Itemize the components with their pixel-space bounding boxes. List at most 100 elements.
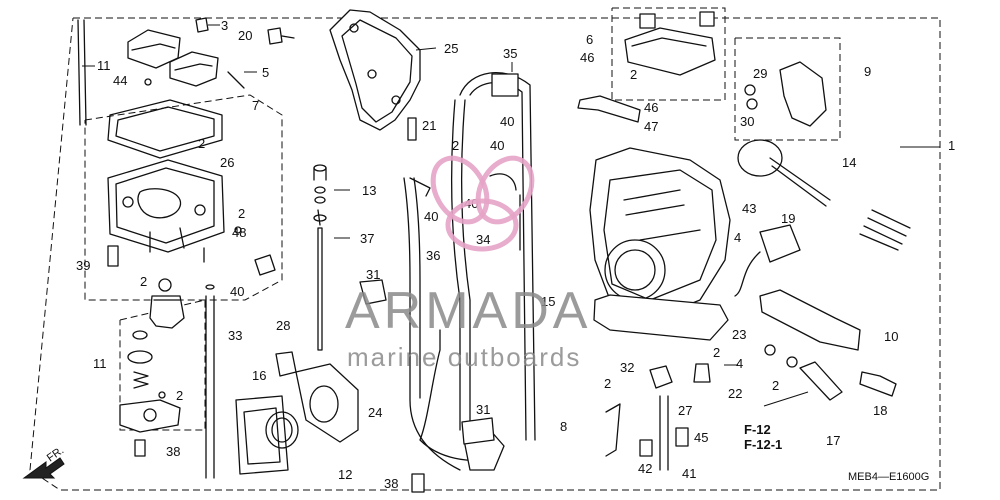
callout-12: 12 (338, 467, 352, 482)
callout-11: 11 (93, 356, 107, 371)
callout-1: 1 (948, 138, 955, 153)
pump-cover (149, 295, 185, 329)
callout-43: 43 (742, 201, 756, 216)
callout-3: 3 (221, 18, 228, 33)
bowl-screw (107, 245, 119, 267)
callout-2: 2 (772, 378, 779, 393)
callout-29: 29 (753, 66, 767, 81)
callout-2: 2 (452, 138, 459, 153)
screw-set-8 (605, 403, 621, 457)
callout-31: 31 (366, 267, 380, 282)
hot-start-cable (799, 361, 843, 401)
carburetor-body (589, 147, 731, 321)
callout-16: 16 (252, 368, 266, 383)
callout-24: 24 (368, 405, 382, 420)
jet-holder (649, 365, 673, 389)
callout-11: 11 (97, 58, 111, 73)
callout-13: 13 (362, 183, 376, 198)
bowl-cap-lower (169, 51, 219, 87)
insulator-gasket (235, 395, 289, 475)
callout-2: 2 (238, 206, 245, 221)
pump-screw (134, 439, 146, 457)
slow-jet (675, 427, 689, 447)
callout-23: 23 (732, 327, 746, 342)
starter-valve-body (759, 289, 861, 351)
callout-40: 40 (500, 114, 514, 129)
jet-needle-clip (195, 17, 209, 33)
main-jet (639, 439, 653, 457)
top-cover-6 (624, 27, 716, 76)
callout-18: 18 (873, 403, 887, 418)
watermark-brand: ARMADA (345, 282, 591, 340)
callout-38: 38 (384, 476, 398, 491)
callout-4: 4 (734, 230, 741, 245)
callout-46: 46 (644, 100, 658, 115)
watermark-tagline: marine outboards (347, 342, 581, 372)
callout-40: 40 (490, 138, 504, 153)
callout-21: 21 (422, 118, 436, 133)
callout-32: 32 (620, 360, 634, 375)
callout-42: 42 (638, 461, 652, 476)
air-vent-tube-35 (459, 72, 536, 441)
callout-44: 44 (113, 73, 127, 88)
reference-f12: F-12 (744, 422, 771, 437)
callout-35: 35 (503, 46, 517, 61)
callout-47: 47 (644, 119, 658, 134)
callout-39: 39 (76, 258, 90, 273)
front-direction-arrow: FR. (22, 444, 66, 479)
drawing-code: MEB4—E1600G (848, 471, 929, 483)
throttle-pulley (593, 294, 729, 341)
callout-37: 37 (360, 231, 374, 246)
screw-21 (407, 117, 417, 141)
callout-5: 5 (262, 65, 269, 80)
callout-38: 38 (166, 444, 180, 459)
frame-throttle-link (734, 37, 841, 141)
callout-27: 27 (678, 403, 692, 418)
callout-9: 9 (864, 64, 871, 79)
callout-2: 2 (630, 67, 637, 82)
callout-48: 48 (232, 225, 246, 240)
callout-7: 7 (252, 98, 259, 113)
callout-36: 36 (426, 248, 440, 263)
needle-jet (659, 395, 669, 471)
callout-22: 22 (728, 386, 742, 401)
drain-screw (254, 254, 276, 276)
callout-2: 2 (198, 136, 205, 151)
callout-17: 17 (826, 433, 840, 448)
callout-15: 15 (541, 294, 555, 309)
callout-40: 40 (424, 209, 438, 224)
callout-26: 26 (220, 155, 234, 170)
float-chamber-gasket (107, 99, 223, 159)
jet-needle (317, 227, 323, 351)
throttle-shaft (769, 157, 831, 207)
hose-33 (205, 295, 215, 479)
callout-14: 14 (842, 155, 856, 170)
callout-30: 30 (740, 114, 754, 129)
overflow-tube-36 (403, 177, 461, 471)
clamp-28 (275, 351, 297, 377)
callout-10: 10 (884, 329, 898, 344)
callout-40: 40 (230, 284, 244, 299)
watermark-logo-icon (430, 155, 535, 252)
callout-33: 33 (228, 328, 242, 343)
idle-screw (859, 371, 897, 397)
insulator-24 (295, 363, 359, 443)
callout-34: 34 (476, 232, 490, 247)
callout-2: 2 (176, 388, 183, 403)
float-chamber-body (107, 159, 225, 253)
vent-tube (77, 19, 87, 126)
link-47 (577, 95, 641, 123)
reference-f12-1: F-12-1 (744, 437, 782, 452)
callout-19: 19 (781, 211, 795, 226)
callout-45: 45 (694, 430, 708, 445)
callout-41: 41 (682, 466, 696, 481)
frame-float-chamber (84, 94, 283, 301)
watermark: ARMADA marine outboards (345, 155, 591, 372)
callout-4: 4 (736, 356, 743, 371)
return-spring (859, 209, 911, 251)
throttle-link (779, 61, 827, 127)
callout-6: 6 (586, 32, 593, 47)
callout-2: 2 (713, 345, 720, 360)
callout-8: 8 (560, 419, 567, 434)
